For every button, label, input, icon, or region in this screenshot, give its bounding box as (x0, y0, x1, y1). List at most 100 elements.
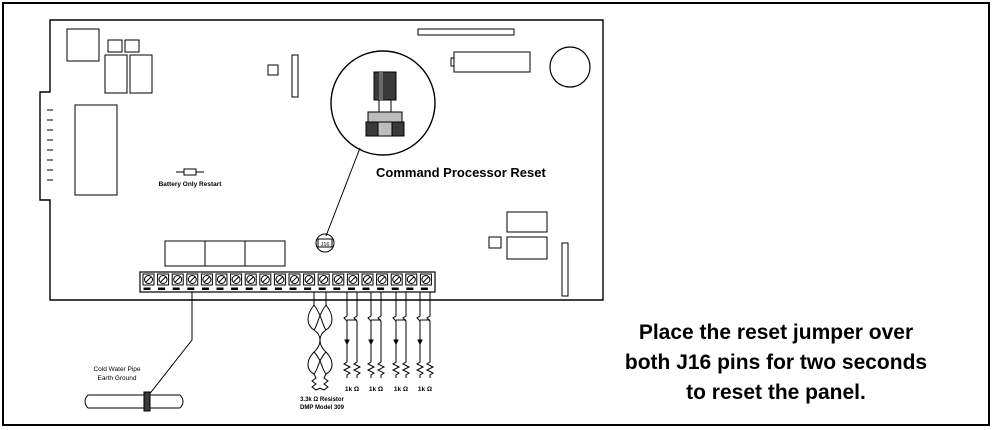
zone-loops (342, 292, 435, 378)
terminal-screw-head (333, 275, 343, 284)
terminal-number-mark (420, 287, 428, 290)
diagram-frame (2, 2, 990, 426)
side-connector-pins (47, 109, 53, 181)
terminal-screw-slot (422, 276, 430, 283)
terminal-number-mark (201, 287, 209, 290)
zone-diode-symbol (368, 339, 374, 346)
terminal-number-mark (187, 287, 195, 290)
j16-label: J16 (321, 242, 330, 248)
terminal-screw-head (231, 275, 241, 284)
terminal-number-mark (347, 287, 355, 290)
side-connector (74, 104, 118, 196)
twisted-pair-wire (307, 292, 333, 391)
board-component (506, 211, 548, 233)
zone-wire (415, 292, 425, 378)
zone-diode-symbol (417, 339, 423, 346)
terminal-screw-head (392, 275, 402, 284)
battery-only-restart-label: Battery Only Restart (159, 181, 223, 188)
command-processor-reset-label: Command Processor Reset (376, 165, 546, 180)
zone-loop (342, 292, 362, 378)
eol-resistor (376, 292, 386, 378)
terminal-screw-slot (145, 276, 152, 283)
terminal-number-mark (260, 287, 268, 290)
terminal-number-mark (143, 287, 151, 290)
eol-resistor-label: 1k Ω (345, 386, 359, 393)
terminal-number-mark (377, 287, 385, 290)
terminal-number-mark (362, 287, 370, 290)
board-component (488, 236, 502, 249)
terminal-number-mark (274, 287, 282, 290)
terminal-screw-head (290, 275, 299, 284)
zone-loop (366, 292, 386, 378)
board-component (267, 64, 279, 76)
battery-restart-jumper (176, 168, 204, 176)
terminal-number-mark (289, 287, 297, 290)
terminal-screw-slot (320, 276, 328, 283)
relay-block (164, 240, 206, 267)
zone-wire (342, 292, 352, 378)
terminal-screw-slot (393, 276, 401, 283)
terminal-labels (143, 287, 428, 290)
terminal-screw-head (260, 275, 270, 284)
terminal-screw-slot (334, 276, 342, 283)
zone-wire (366, 292, 376, 378)
eol-resistor-label: 1k Ω (418, 386, 432, 393)
terminal-number-mark (318, 287, 326, 290)
terminal-screw-slot (261, 276, 269, 283)
reset-jumper-icon (365, 71, 405, 137)
resistor-model-label: DMP Model 309 (300, 405, 345, 411)
relay-block (244, 240, 286, 267)
circuit-board-outline (39, 19, 604, 301)
terminal-number-mark (245, 287, 253, 290)
zone-loop (415, 292, 435, 378)
board-component (124, 39, 140, 53)
top-header-strip (417, 28, 515, 36)
terminal-screw-head (348, 275, 358, 284)
instruction-line: to reset the panel. (686, 381, 866, 404)
terminal-screw-slot (291, 276, 298, 283)
terminal-screw-slot (276, 276, 284, 283)
terminal-number-mark (304, 287, 312, 290)
terminal-number-mark (158, 287, 166, 290)
vertical-connector (291, 54, 299, 98)
eol-resistor-label: 1k Ω (394, 386, 408, 393)
terminal-screw-head (319, 275, 329, 284)
processor-chip (453, 51, 531, 73)
terminal-screw-slot (232, 276, 240, 283)
terminal-number-mark (172, 287, 180, 290)
ground-wire (147, 292, 193, 397)
cold-water-pipe (84, 391, 184, 412)
earth-ground-label: Earth Ground (97, 375, 136, 382)
terminal-screw-slot (305, 276, 313, 283)
terminal-screw-slot (218, 276, 225, 283)
terminal-number-mark (406, 287, 414, 290)
terminal-screw-slot (378, 276, 386, 283)
zone-wire (391, 292, 401, 378)
terminal-screw-head (202, 275, 212, 284)
terminal-screw-slot (203, 276, 211, 283)
terminal-number-mark (216, 287, 224, 290)
terminal-screw-head (158, 275, 168, 284)
terminal-screw-head (246, 275, 256, 284)
coin-battery (549, 46, 591, 88)
magnifier-leader-line (325, 147, 361, 237)
zone-diode-symbol (393, 339, 399, 346)
terminal-number-mark (391, 287, 399, 290)
terminal-screw-head (363, 275, 372, 284)
board-component (506, 236, 548, 260)
relay-left (104, 54, 128, 94)
terminal-screw-slot (188, 276, 196, 283)
eol-resistor (401, 292, 411, 378)
relay-right (129, 54, 153, 94)
terminal-screw-head (275, 275, 285, 284)
terminal-screws (142, 273, 432, 286)
terminal-screw-slot (349, 276, 357, 283)
vertical-connector (561, 242, 569, 297)
reset-instructions: Place the reset jumper over both J16 pin… (560, 318, 992, 408)
eol-resistor (425, 292, 435, 378)
terminal-number-mark (231, 287, 239, 290)
terminal-screw-head (187, 275, 197, 284)
j16-jumper-body (317, 238, 333, 248)
